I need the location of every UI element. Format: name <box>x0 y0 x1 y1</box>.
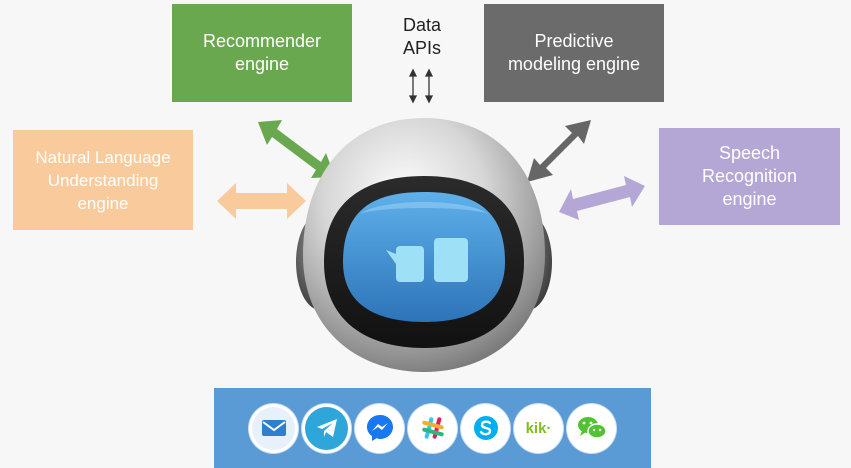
recommender-engine-box: Recommender engine <box>172 4 352 102</box>
nlu-engine-box: Natural Language Understanding engine <box>13 130 193 230</box>
speech-engine-box: Speech Recognition engine <box>659 128 840 225</box>
slack-icon <box>411 406 454 450</box>
telegram-icon <box>305 406 348 450</box>
data-api-arrows <box>408 68 434 104</box>
predictive-engine-label: Predictive modeling engine <box>507 31 641 74</box>
messenger-icon <box>358 406 401 450</box>
nlu-engine-label: Natural Language Understanding engine <box>35 147 171 213</box>
kik-icon: kik· <box>517 406 560 450</box>
arrow-speech <box>559 176 645 220</box>
data-apis-label: Data APIs <box>402 15 442 58</box>
recommender-engine-label: Recommender engine <box>202 31 322 74</box>
channel-bar: kik· <box>214 388 651 468</box>
wechat-icon <box>570 406 613 450</box>
arrow-predictive <box>527 120 591 182</box>
chatbot-robot-icon <box>296 118 552 372</box>
predictive-engine-box: Predictive modeling engine <box>484 4 664 102</box>
email-icon <box>252 406 295 450</box>
arrow-recommender <box>258 120 335 178</box>
speech-engine-label: Speech Recognition engine <box>701 143 798 209</box>
skype-icon <box>464 406 507 450</box>
kik-label: kik· <box>525 419 552 437</box>
arrow-nlu <box>217 183 306 219</box>
